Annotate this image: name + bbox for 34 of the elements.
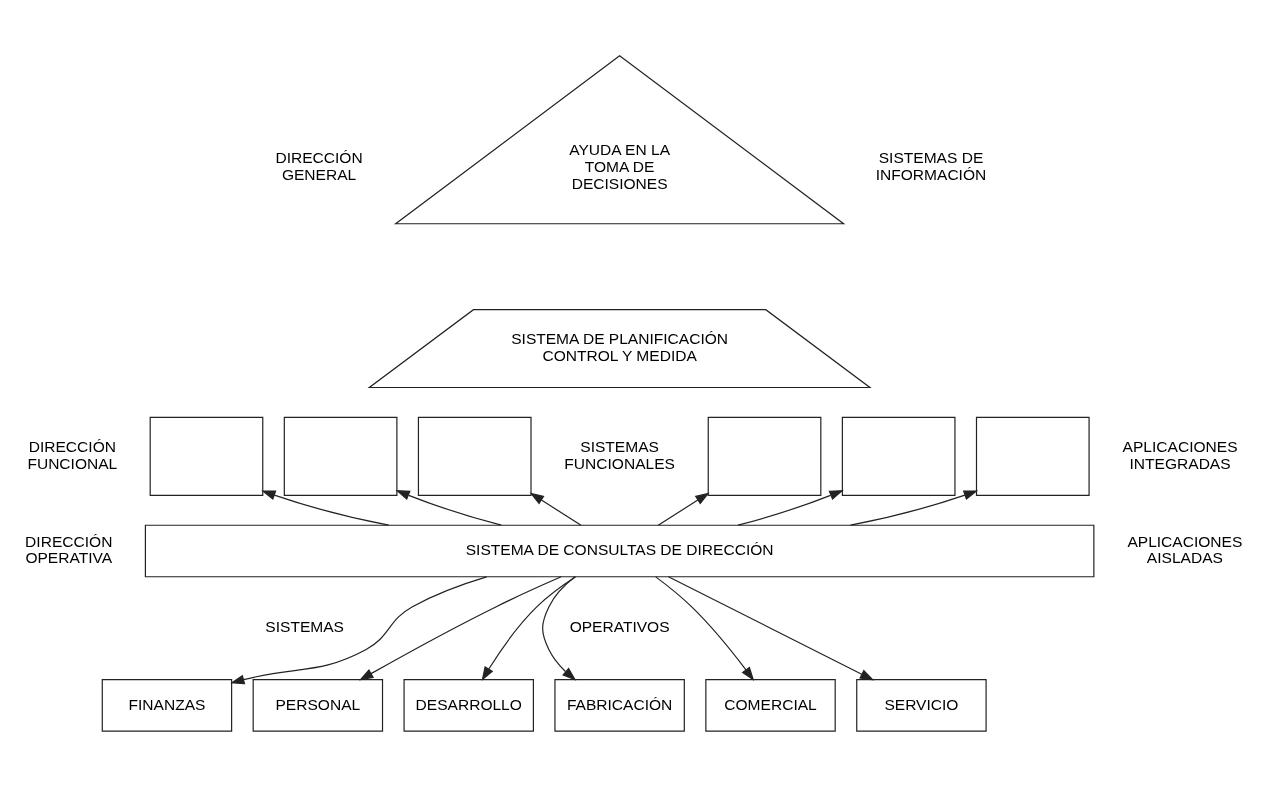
- node-box: [149, 416, 264, 496]
- label: DIRECCIÓN GENERAL: [275, 148, 363, 183]
- node-box: DESARROLLO: [403, 678, 534, 732]
- node-box: FINANZAS: [101, 678, 233, 732]
- arrow: [849, 490, 979, 526]
- node-box: [841, 416, 956, 496]
- node-box: SERVICIO: [856, 678, 987, 732]
- node-box: COMERCIAL: [705, 678, 836, 732]
- label: OPERATIVOS: [569, 617, 670, 635]
- node-box: [975, 416, 1090, 496]
- label: SISTEMAS FUNCIONALES: [564, 437, 675, 472]
- arrow: [667, 575, 875, 680]
- arrow: [481, 575, 577, 681]
- arrow: [542, 575, 577, 681]
- node-box: [417, 416, 532, 496]
- label: SISTEMAS: [265, 617, 344, 635]
- arrow: [657, 492, 710, 526]
- label: SISTEMAS DE INFORMACIÓN: [875, 148, 987, 183]
- arrow: [529, 492, 582, 526]
- arrow: [261, 490, 390, 526]
- node-box: SISTEMA DE CONSULTAS DE DIRECCIÓN: [144, 524, 1095, 577]
- node-box: [283, 416, 398, 496]
- arrow: [655, 575, 755, 681]
- arrow: [737, 489, 844, 526]
- label: DIRECCIÓN OPERATIVA: [25, 532, 113, 566]
- node-box: PERSONAL: [252, 678, 384, 732]
- arrow: [359, 575, 562, 680]
- label: APLICACIONES INTEGRADAS: [1122, 437, 1238, 472]
- node-box: [707, 416, 822, 496]
- label: DIRECCIÓN FUNCIONAL: [27, 437, 118, 472]
- arrow: [395, 489, 502, 526]
- node-box: FABRICACIÓN: [554, 678, 685, 732]
- arrow: [230, 575, 488, 684]
- label: APLICACIONES AISLADAS: [1127, 532, 1243, 566]
